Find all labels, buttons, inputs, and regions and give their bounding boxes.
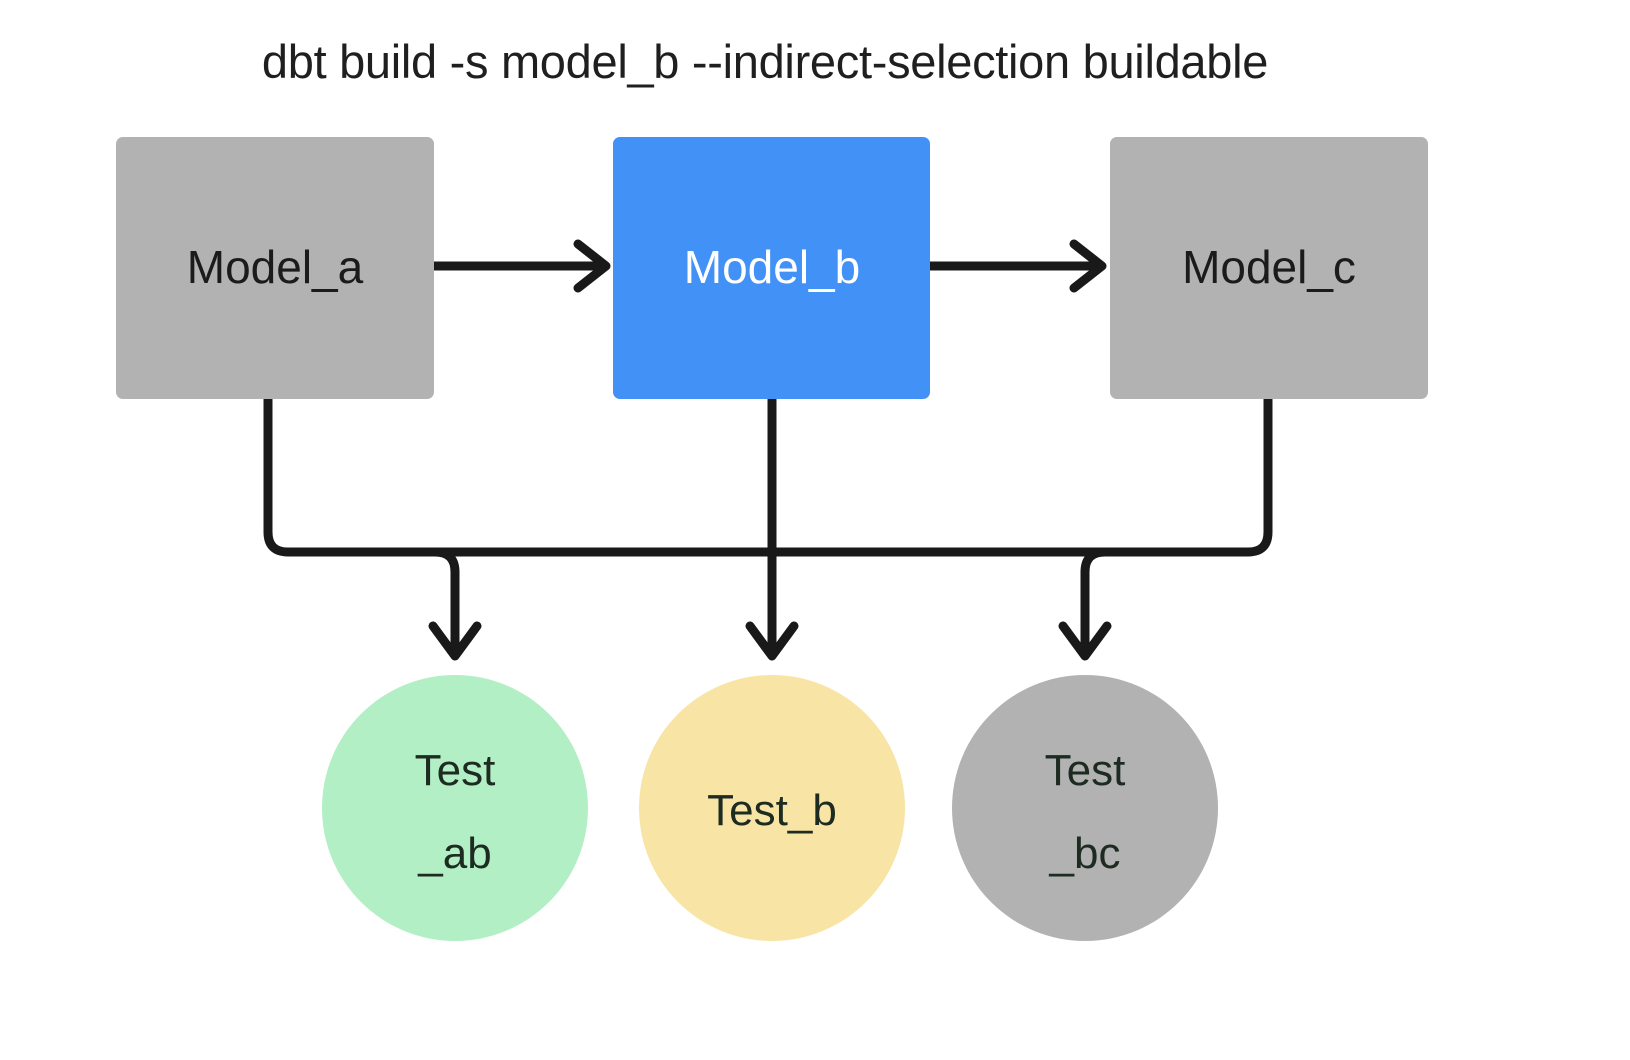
edge-model-b-to-test-b — [745, 394, 799, 661]
test-bc-circle[interactable] — [952, 675, 1218, 941]
node-test-bc[interactable]: Test _bc — [952, 675, 1218, 941]
test-bc-label-line2: _bc — [1049, 829, 1121, 878]
model-b-label: Model_b — [684, 241, 860, 293]
node-model-c[interactable]: Model_c — [1110, 137, 1428, 399]
edge-bus-left — [263, 394, 1253, 557]
test-ab-circle[interactable] — [322, 675, 588, 941]
node-test-b[interactable]: Test_b — [639, 675, 905, 941]
arrowhead-b-c — [1069, 239, 1107, 293]
arrowhead-a-b — [573, 239, 611, 293]
node-test-ab[interactable]: Test _ab — [322, 675, 588, 941]
edge-corner-test-bc — [1080, 547, 1110, 577]
arrowhead-test-ab — [428, 621, 482, 661]
edge-bus-right — [1243, 394, 1273, 557]
node-model-b[interactable]: Model_b — [613, 137, 930, 399]
edge-model-b-to-model-c — [925, 239, 1107, 293]
arrowhead-test-b — [745, 621, 799, 661]
model-a-label: Model_a — [187, 241, 364, 293]
arrowhead-test-bc — [1058, 621, 1112, 661]
model-c-label: Model_c — [1182, 241, 1356, 293]
test-ab-label-line1: Test — [415, 746, 496, 795]
model-a-box[interactable] — [116, 137, 434, 399]
edge-model-a-to-model-b — [429, 239, 611, 293]
test-b-label-line1: Test_b — [707, 786, 837, 835]
edge-corner-test-ab — [430, 547, 460, 577]
test-b-circle[interactable] — [639, 675, 905, 941]
edge-model-a-to-test-ab — [263, 394, 1253, 661]
edge-model-c-to-test-bc — [1058, 394, 1273, 661]
model-b-box[interactable] — [613, 137, 930, 399]
diagram-title: dbt build -s model_b --indirect-selectio… — [262, 35, 1268, 88]
model-c-box[interactable] — [1110, 137, 1428, 399]
test-bc-label-line1: Test — [1045, 746, 1126, 795]
test-ab-label-line2: _ab — [417, 829, 491, 878]
node-model-a[interactable]: Model_a — [116, 137, 434, 399]
